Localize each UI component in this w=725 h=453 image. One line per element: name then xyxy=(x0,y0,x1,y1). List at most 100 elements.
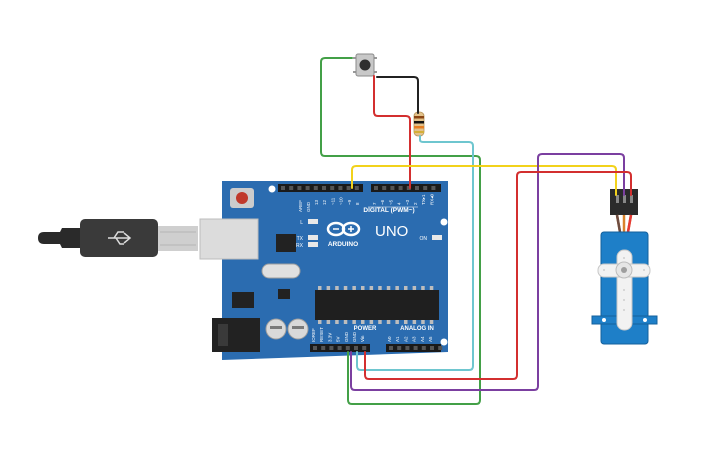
analog-header[interactable] xyxy=(386,344,441,352)
wire-red-button[interactable] xyxy=(373,75,411,189)
crystal-oscillator xyxy=(261,263,301,279)
led-on-label: ON xyxy=(420,236,428,242)
wires xyxy=(320,57,632,405)
digital-pin-label: 2 xyxy=(413,202,418,205)
header-hole[interactable] xyxy=(397,346,402,350)
mount-hole xyxy=(440,338,448,346)
header-hole[interactable] xyxy=(281,186,285,190)
resistor[interactable] xyxy=(413,111,425,137)
wire-black[interactable] xyxy=(376,76,419,114)
pushbutton[interactable] xyxy=(353,53,377,77)
chip-pin xyxy=(412,320,417,324)
chip-pin xyxy=(343,320,348,324)
header-hole[interactable] xyxy=(423,186,428,190)
led-rx xyxy=(308,242,318,247)
digital-pin-label: ~10 xyxy=(339,197,344,205)
power-pin-label: 5V xyxy=(336,336,341,342)
usb-icon xyxy=(108,231,132,245)
header-hole[interactable] xyxy=(322,186,326,190)
chip-pin xyxy=(352,286,356,290)
power-pin-label: Vin xyxy=(360,335,365,342)
header-hole[interactable] xyxy=(346,186,351,190)
power-pin-label: GND xyxy=(344,331,349,342)
header-hole[interactable] xyxy=(313,346,317,350)
header-hole[interactable] xyxy=(430,346,434,350)
analog-label: ANALOG IN xyxy=(400,326,434,332)
header-hole[interactable] xyxy=(345,346,350,350)
chip-pin xyxy=(378,286,382,290)
chip-pin xyxy=(429,286,434,290)
header-hole[interactable] xyxy=(354,346,358,350)
header-hole[interactable] xyxy=(405,346,410,350)
header-hole[interactable] xyxy=(415,186,419,190)
header-hole[interactable] xyxy=(413,346,418,350)
header-hole[interactable] xyxy=(431,186,436,190)
brand-label: ARDUINO xyxy=(328,241,358,248)
digital-label: DIGITAL (PWM~) xyxy=(363,207,414,214)
mount-hole xyxy=(268,185,276,193)
chip-pin xyxy=(369,320,374,324)
wire-yellow[interactable] xyxy=(351,165,617,196)
led-on xyxy=(432,235,442,240)
arduino-logo-icon xyxy=(326,221,361,237)
header-hole[interactable] xyxy=(398,186,403,190)
chip-pin xyxy=(335,286,339,290)
digital-header-right[interactable] xyxy=(371,184,441,192)
digital-pin-label: ~5 xyxy=(388,199,393,205)
pushbutton-cap[interactable] xyxy=(359,59,371,71)
header-hole[interactable] xyxy=(389,346,393,350)
analog-pin-label: A2 xyxy=(403,336,408,342)
header-hole[interactable] xyxy=(362,346,367,350)
analog-pin-label: A5 xyxy=(428,336,433,342)
header-hole[interactable] xyxy=(337,346,342,350)
led-tx xyxy=(308,235,318,240)
header-hole[interactable] xyxy=(313,186,318,190)
led-l xyxy=(308,219,318,224)
chip-pin xyxy=(386,286,391,290)
chip-pin xyxy=(326,320,331,324)
micro-servo[interactable] xyxy=(591,189,658,345)
chip-pin xyxy=(421,286,425,290)
header-hole[interactable] xyxy=(406,186,411,190)
digital-header-left[interactable] xyxy=(278,184,363,192)
header-hole[interactable] xyxy=(421,346,426,350)
model-label: UNO xyxy=(375,223,408,240)
usb-cable[interactable] xyxy=(38,219,198,257)
header-hole[interactable] xyxy=(390,186,395,190)
digital-pin-label: 7 xyxy=(372,202,377,205)
header-hole[interactable] xyxy=(289,186,294,190)
header-hole[interactable] xyxy=(438,346,443,350)
chip-pin xyxy=(335,320,339,324)
header-hole[interactable] xyxy=(338,186,343,190)
chip-pin xyxy=(352,320,356,324)
digital-pin-label: 13 xyxy=(314,199,319,205)
analog-pin-label: A1 xyxy=(395,336,400,342)
wire-red-servo[interactable] xyxy=(364,171,632,380)
power-label: POWER xyxy=(354,326,377,332)
header-hole[interactable] xyxy=(329,346,334,350)
header-hole[interactable] xyxy=(382,186,387,190)
chip-pin xyxy=(404,286,408,290)
header-hole[interactable] xyxy=(330,186,335,190)
chip-pin xyxy=(421,320,425,324)
header-hole[interactable] xyxy=(374,186,378,190)
header-hole[interactable] xyxy=(297,186,302,190)
header-hole[interactable] xyxy=(354,186,359,190)
chip-pin xyxy=(395,320,399,324)
wire-cyan[interactable] xyxy=(356,135,474,371)
digital-pin-label: 8 xyxy=(355,202,360,205)
voltage-regulator xyxy=(232,292,254,308)
header-hole[interactable] xyxy=(321,346,326,350)
wire-green[interactable] xyxy=(320,57,481,405)
chip-pin xyxy=(318,320,322,324)
header-hole[interactable] xyxy=(305,186,310,190)
mount-hole xyxy=(440,218,448,226)
digital-pin-label: TX▸1 xyxy=(421,194,426,205)
chip-pin xyxy=(361,320,365,324)
digital-pin-label: ~11 xyxy=(330,197,335,205)
analog-pin-label: A4 xyxy=(420,336,425,342)
usb-plug-metal xyxy=(158,226,198,251)
wire-purple[interactable] xyxy=(350,153,625,391)
reset-button-cap[interactable] xyxy=(236,192,248,204)
